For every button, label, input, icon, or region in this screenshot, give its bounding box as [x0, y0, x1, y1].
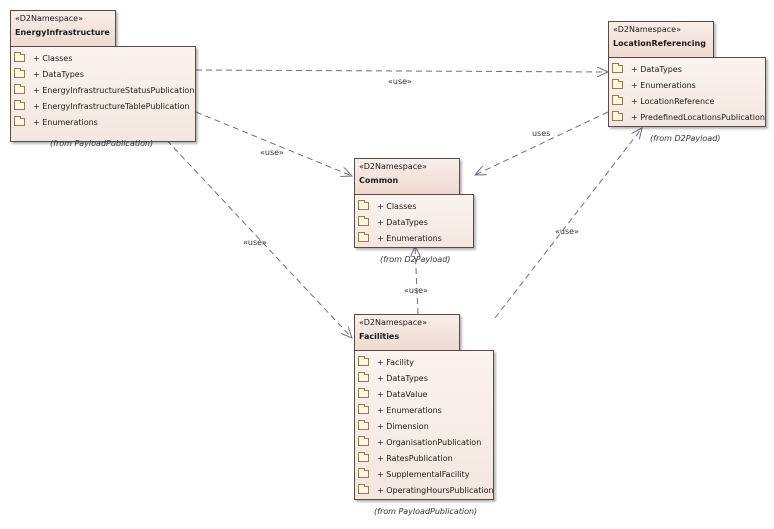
package-name: LocationReferencing [613, 39, 706, 48]
package-from-label: (from PayloadPublication) [374, 507, 478, 516]
package-body: + Classes + DataTypes + Enumerations [354, 194, 474, 248]
package-item[interactable]: + Classes [14, 50, 194, 66]
package-item[interactable]: + Enumerations [358, 230, 442, 246]
package-stereotype: «D2Namespace» [613, 25, 681, 34]
folder-icon [14, 116, 25, 126]
package-item[interactable]: + DataTypes [612, 61, 765, 77]
folder-icon [14, 100, 25, 110]
folder-icon [358, 452, 369, 462]
package-item[interactable]: + DataTypes [358, 370, 494, 386]
edge-label-energy-facilities: «use» [243, 238, 267, 247]
package-body: + Facility + DataTypes + DataValue + Enu… [354, 350, 494, 500]
package-item[interactable]: + Facility [358, 354, 494, 370]
folder-icon [612, 79, 623, 89]
package-name: EnergyInfrastructure [15, 28, 110, 37]
folder-icon [14, 84, 25, 94]
package-name: Facilities [359, 332, 400, 341]
folder-icon [612, 95, 623, 105]
package-item[interactable]: + OperatingHoursPublication [358, 482, 494, 498]
package-name: Common [359, 176, 399, 185]
edge-energy-to-common [195, 111, 352, 176]
package-item[interactable]: + EnergyInfrastructureTablePublication [14, 98, 194, 114]
package-item[interactable]: + Enumerations [358, 402, 494, 418]
package-tab: «D2Namespace» EnergyInfrastructure [10, 10, 116, 47]
folder-icon [612, 111, 623, 121]
package-item[interactable]: + EnergyInfrastructureStatusPublication [14, 82, 194, 98]
package-from-label: (from D2Payload) [380, 255, 451, 264]
edge-label-facilities-location: «use» [555, 227, 579, 236]
edge-label-energy-common: «use» [260, 148, 284, 157]
folder-icon [358, 232, 369, 242]
edge-energy-to-location [195, 70, 608, 72]
package-tab: «D2Namespace» Common [354, 158, 460, 195]
folder-icon [358, 372, 369, 382]
folder-icon [358, 388, 369, 398]
edge-facilities-to-location [494, 128, 642, 319]
folder-icon [358, 200, 369, 210]
folder-icon [358, 420, 369, 430]
package-item[interactable]: + LocationReference [612, 93, 765, 109]
edge-energy-to-facilities [159, 132, 352, 338]
edge-label-location-common: uses [532, 129, 551, 138]
folder-icon [14, 68, 25, 78]
edge-label-energy-location: «use» [388, 77, 412, 86]
package-item[interactable]: + PredefinedLocationsPublication [612, 109, 765, 125]
package-item[interactable]: + DataValue [358, 386, 494, 402]
folder-icon [358, 484, 369, 494]
package-from-label: (from PayloadPublication) [50, 139, 154, 148]
folder-icon [612, 63, 623, 73]
folder-icon [14, 52, 25, 62]
folder-icon [358, 436, 369, 446]
package-from-label: (from D2Payload) [650, 134, 721, 143]
package-item[interactable]: + Classes [358, 198, 442, 214]
folder-icon [358, 356, 369, 366]
package-tab: «D2Namespace» LocationReferencing [608, 21, 714, 58]
package-stereotype: «D2Namespace» [359, 318, 427, 327]
package-body: + DataTypes + Enumerations + LocationRef… [608, 57, 766, 127]
package-item[interactable]: + DataTypes [14, 66, 194, 82]
package-item[interactable]: + Enumerations [612, 77, 765, 93]
package-item[interactable]: + RatesPublication [358, 450, 494, 466]
package-item[interactable]: + DataTypes [358, 214, 442, 230]
package-stereotype: «D2Namespace» [15, 14, 83, 23]
edge-label-facilities-common: «use» [404, 286, 428, 295]
folder-icon [358, 468, 369, 478]
edge-location-to-common [475, 111, 609, 175]
package-stereotype: «D2Namespace» [359, 162, 427, 171]
folder-icon [358, 404, 369, 414]
package-tab: «D2Namespace» Facilities [354, 314, 460, 351]
package-item[interactable]: + OrganisationPublication [358, 434, 494, 450]
package-item[interactable]: + SupplementalFacility [358, 466, 494, 482]
package-body: + Classes + DataTypes + EnergyInfrastruc… [10, 46, 196, 142]
package-item[interactable]: + Enumerations [14, 114, 194, 130]
package-item[interactable]: + Dimension [358, 418, 494, 434]
folder-icon [358, 216, 369, 226]
